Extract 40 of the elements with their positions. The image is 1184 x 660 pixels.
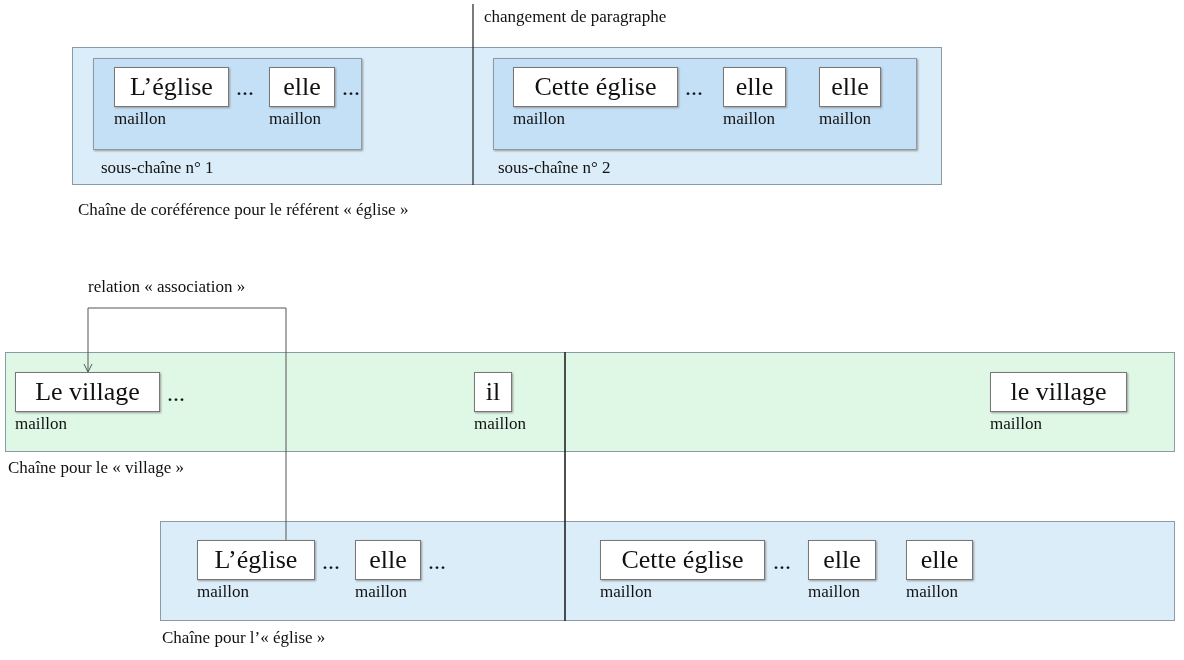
sub-chain-title: sous-chaîne n° 2 [498, 158, 611, 178]
mention-box: le village [990, 372, 1127, 412]
mention-box: Le village [15, 372, 160, 412]
link-label: maillon [474, 414, 526, 434]
link-label: maillon [15, 414, 67, 434]
link-label: maillon [600, 582, 652, 602]
chain-title: Chaîne de coréférence pour le référent « église » [78, 200, 409, 220]
paragraph-change-note: changement de paragraphe [484, 6, 667, 28]
mention-box: elle [808, 540, 876, 580]
mention-box: Cette église [513, 67, 678, 107]
mention-box: elle [906, 540, 973, 580]
chain-title: Chaîne pour l’« église » [162, 628, 326, 648]
mention-box: elle [355, 540, 421, 580]
ellipsis: ... [685, 74, 703, 100]
link-label: maillon [808, 582, 860, 602]
mention-box: L’église [114, 67, 229, 107]
link-label: maillon [114, 109, 166, 129]
mention-box: elle [723, 67, 786, 107]
mention-box: Cette église [600, 540, 765, 580]
ellipsis: ... [428, 548, 446, 574]
link-label: maillon [269, 109, 321, 129]
link-label: maillon [990, 414, 1042, 434]
mention-box: elle [269, 67, 335, 107]
mention-box: il [474, 372, 512, 412]
mention-box: L’église [197, 540, 315, 580]
link-label: maillon [513, 109, 565, 129]
link-label: maillon [906, 582, 958, 602]
link-label: maillon [197, 582, 249, 602]
ellipsis: ... [167, 380, 185, 406]
link-label: maillon [819, 109, 871, 129]
ellipsis: ... [322, 548, 340, 574]
arrow [83, 307, 287, 541]
mention-box: elle [819, 67, 881, 107]
ellipsis: ... [773, 548, 791, 574]
link-label: maillon [723, 109, 775, 129]
ellipsis: ... [342, 74, 360, 100]
sub-chain-title: sous-chaîne n° 1 [101, 158, 214, 178]
link-label: maillon [355, 582, 407, 602]
ellipsis: ... [236, 74, 254, 100]
chain-title: Chaîne pour le « village » [8, 458, 185, 478]
